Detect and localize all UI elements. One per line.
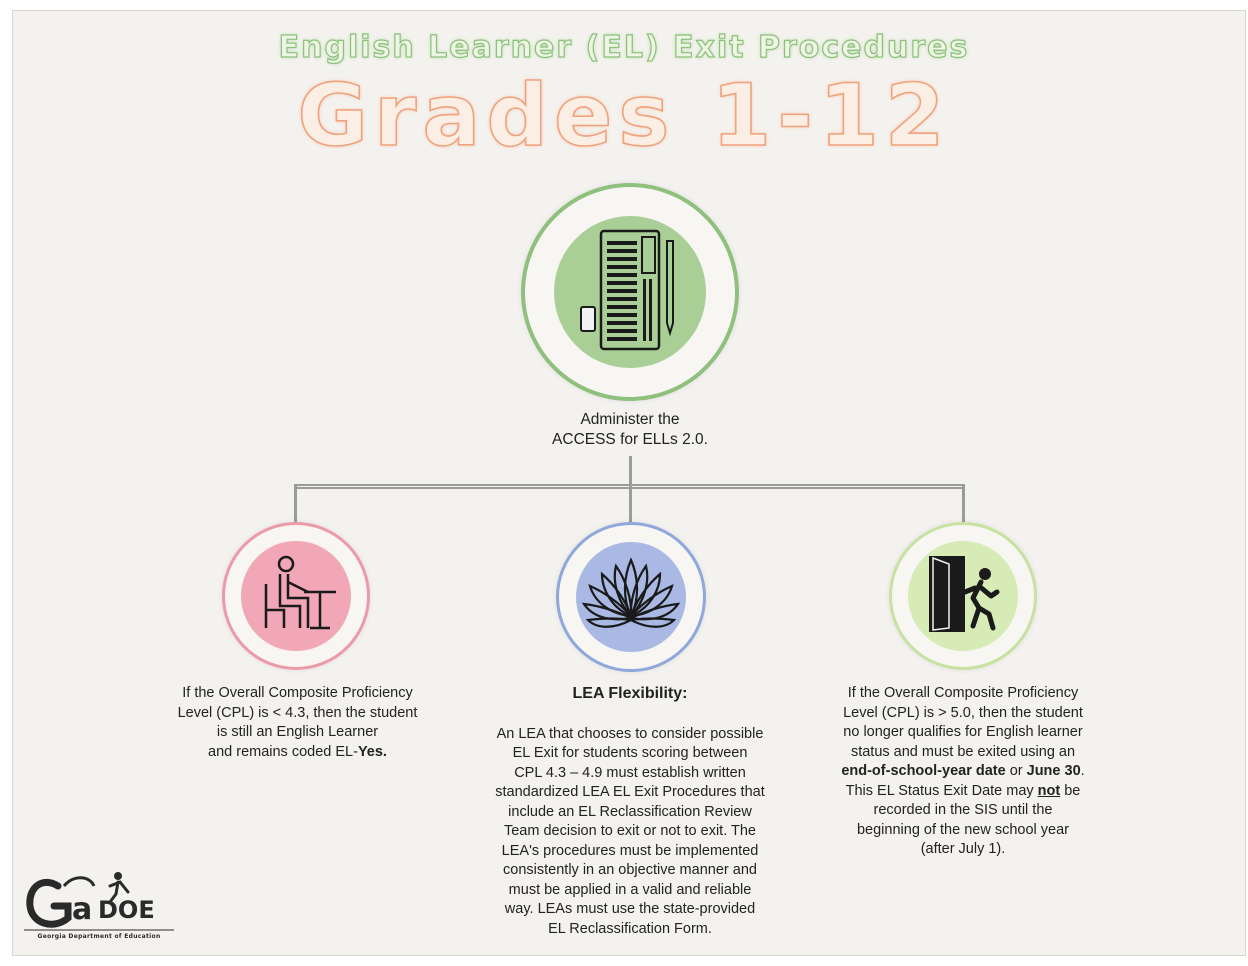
access-test-circle — [521, 183, 739, 401]
exit-el-text: If the Overall Composite Proficiency Lev… — [841, 685, 1085, 857]
page-subtitle: Grades 1-12 — [297, 65, 951, 167]
access-caption: Administer the ACCESS for ELLs 2.0. — [552, 411, 708, 448]
logo-letter-a: a — [72, 892, 93, 927]
still-el-circle — [222, 522, 370, 670]
gadoe-logo: G a DOE Georgia Department of Education — [24, 866, 176, 944]
lea-flexibility-text: LEA Flexibility: An LEA that chooses to … — [460, 684, 800, 939]
connector-vertical-main — [629, 456, 632, 486]
gadoe-logo-mark — [24, 872, 174, 931]
exit-door-icon — [929, 556, 1000, 632]
still-el-text: If the Overall Composite Proficiency Lev… — [177, 685, 418, 760]
lotus-flower-icon — [581, 557, 681, 628]
connector-right — [962, 486, 965, 522]
logo-doe: DOE — [98, 896, 155, 924]
page-title: English Learner (EL) Exit Procedures — [278, 29, 970, 65]
test-booklet-icon — [580, 229, 674, 351]
lea-flexibility-circle — [556, 522, 706, 672]
connector-middle — [629, 486, 632, 522]
lea-flexibility-heading: LEA Flexibility: — [572, 685, 688, 702]
logo-tagline: Georgia Department of Education — [37, 933, 161, 940]
student-at-desk-icon — [264, 555, 336, 630]
exit-el-circle — [889, 522, 1037, 670]
connector-left — [294, 486, 297, 522]
